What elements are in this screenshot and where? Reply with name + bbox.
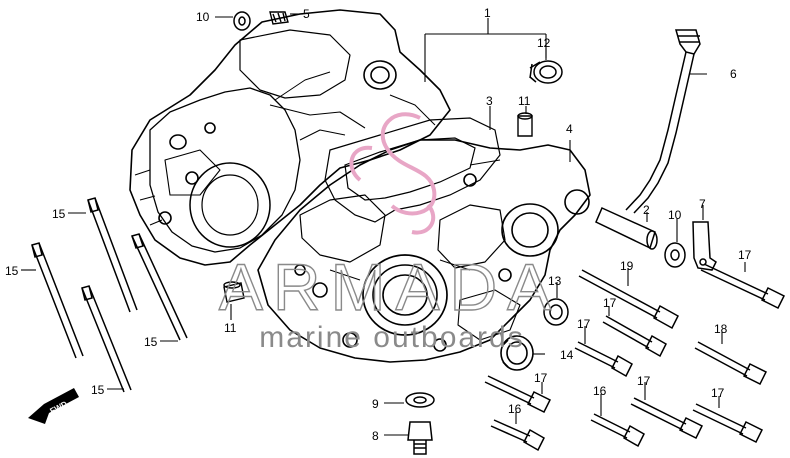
callout-8: 8 [372,429,379,443]
washer-part-9 [405,392,435,408]
callout-15-b: 15 [5,264,19,278]
forward-arrow-icon [28,388,79,424]
callout-17-c: 17 [577,317,591,331]
callout-17-b: 17 [603,296,617,310]
studs-part-15 [31,197,188,393]
callout-10-top: 10 [196,10,210,24]
callout-7: 7 [699,197,706,211]
callout-15-a: 15 [52,207,66,221]
callout-13: 13 [548,274,562,288]
callout-2: 2 [643,203,650,217]
callout-17-d: 17 [534,371,548,385]
dowel-part-5 [269,11,289,25]
callout-17-e: 17 [637,374,651,388]
bolts [484,263,786,452]
forward-direction-badge: FWD [28,388,79,424]
dowel-part-11-bottom [223,281,245,303]
dowel-part-11-top [517,112,533,137]
callout-labels: 1 2 3 4 5 6 7 8 9 10 10 11 11 12 13 14 1… [5,6,752,443]
callout-5: 5 [303,7,310,21]
watermark-brand: ARMADA [219,250,561,324]
drain-plug-part-8 [407,421,433,455]
callout-15-d: 15 [91,383,105,397]
callout-12: 12 [537,36,551,50]
callout-6: 6 [730,67,737,81]
callout-11-bottom: 11 [224,321,237,335]
washer-part-10-top [233,11,251,31]
clamp-part-7 [692,221,717,271]
callout-10-right: 10 [668,208,682,222]
callout-1: 1 [484,6,491,20]
callout-16-a: 16 [508,402,522,416]
callout-11-top: 11 [518,94,531,108]
callout-4: 4 [566,122,573,136]
callout-16-b: 16 [593,384,607,398]
washer-part-10-right [664,242,686,268]
right-crankcase-half [257,139,591,363]
oil-seal-part-14 [500,335,534,371]
callout-15-c: 15 [144,335,158,349]
callout-19: 19 [620,259,634,273]
breather-hose-part-6 [625,29,701,214]
callout-9: 9 [372,397,379,411]
callout-14: 14 [560,348,574,362]
bearing-part-12 [529,60,563,84]
callout-18: 18 [714,322,728,336]
left-crankcase-half [129,9,451,266]
callout-3: 3 [486,94,493,108]
tube-part-2 [595,207,658,250]
leader-lines [21,13,746,436]
watermark: ARMADA marine outboards [218,112,561,354]
oil-seal-part-13 [543,298,569,326]
watermark-tagline: marine outboards [259,321,524,354]
callout-17-f: 17 [711,386,725,400]
callout-17-a: 17 [738,248,752,262]
watermark-logo-icon [349,112,437,235]
